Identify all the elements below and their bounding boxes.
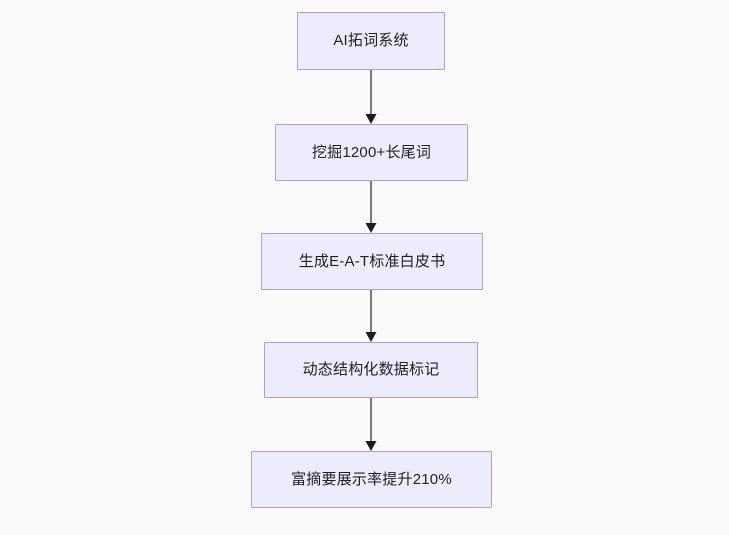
arrowhead-icon [365,114,377,124]
edge-longtail-to-whitepaper [365,181,377,233]
node-generate-eat-whitepaper[interactable]: 生成E-A-T标准白皮书 [261,233,483,290]
node-label: 生成E-A-T标准白皮书 [298,252,446,270]
arrowhead-icon [365,332,377,342]
node-label: 富摘要展示率提升210% [291,470,452,488]
node-label: 动态结构化数据标记 [302,361,440,378]
node-dynamic-structured-data-markup[interactable]: 动态结构化数据标记 [264,342,478,398]
node-ai-keyword-system[interactable]: AI拓词系统 [297,12,445,70]
edge-ai-to-longtail [365,70,377,124]
arrowhead-icon [365,441,377,451]
edge-structured-data-to-rich-snippet [365,398,377,451]
edge-whitepaper-to-structured-data [365,290,377,342]
node-label: 挖掘1200+长尾词 [311,143,432,161]
node-mine-longtail-keywords[interactable]: 挖掘1200+长尾词 [275,124,468,181]
node-label: AI拓词系统 [333,32,409,49]
node-rich-snippet-impression-lift[interactable]: 富摘要展示率提升210% [251,451,492,508]
arrowhead-icon [365,223,377,233]
